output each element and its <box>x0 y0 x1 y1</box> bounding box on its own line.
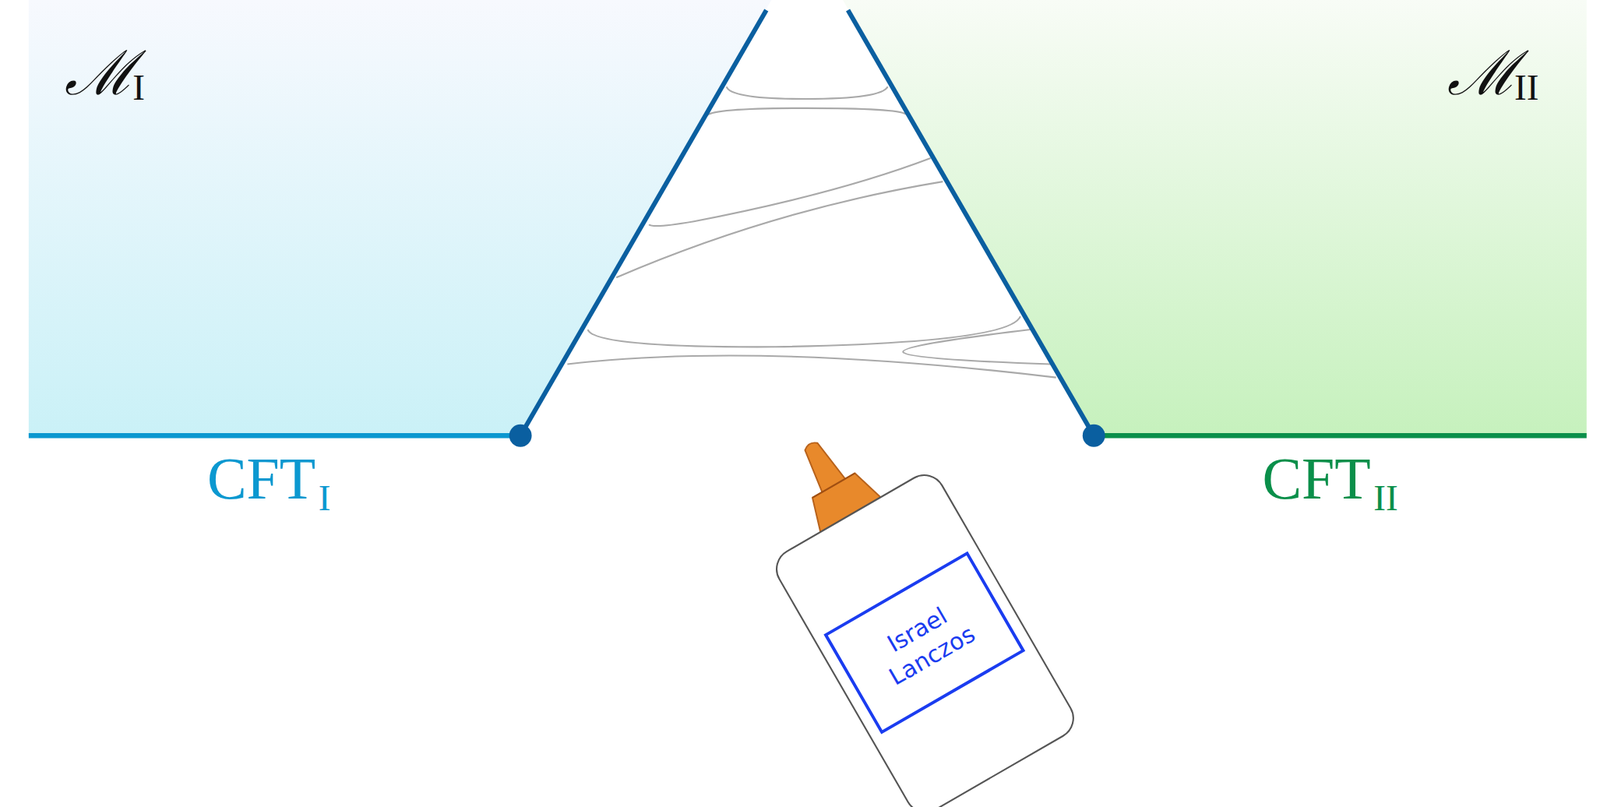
bottle-nozzle <box>798 437 846 492</box>
glue-bottle <box>728 397 1081 807</box>
string-curve <box>567 355 1056 378</box>
string-curve <box>588 316 1021 347</box>
region-subscript: I <box>132 69 145 106</box>
string-curve <box>707 108 906 116</box>
bottle-body <box>768 467 1081 807</box>
region-two <box>842 0 1587 436</box>
region-one <box>28 0 772 436</box>
brane-line <box>848 10 1095 436</box>
bottle-label <box>825 553 1024 733</box>
region-subscript: II <box>1514 69 1539 106</box>
boundary-subscript: II <box>1373 479 1398 517</box>
boundary-name: CFT <box>207 448 316 508</box>
string-curve <box>616 181 943 278</box>
string-curve <box>726 86 889 99</box>
string-curve <box>902 329 1051 365</box>
boundary-name: CFT <box>1261 448 1371 508</box>
junction-dot <box>509 424 533 448</box>
boundary-line <box>1093 433 1587 439</box>
region-name: ℳ <box>1447 42 1519 105</box>
cap-edge <box>812 473 855 498</box>
junction-dot <box>1082 424 1106 448</box>
boundary-subscript: I <box>318 479 332 517</box>
boundary-line <box>28 433 521 439</box>
brane-line <box>520 10 767 436</box>
region-name: ℳ <box>64 42 136 105</box>
